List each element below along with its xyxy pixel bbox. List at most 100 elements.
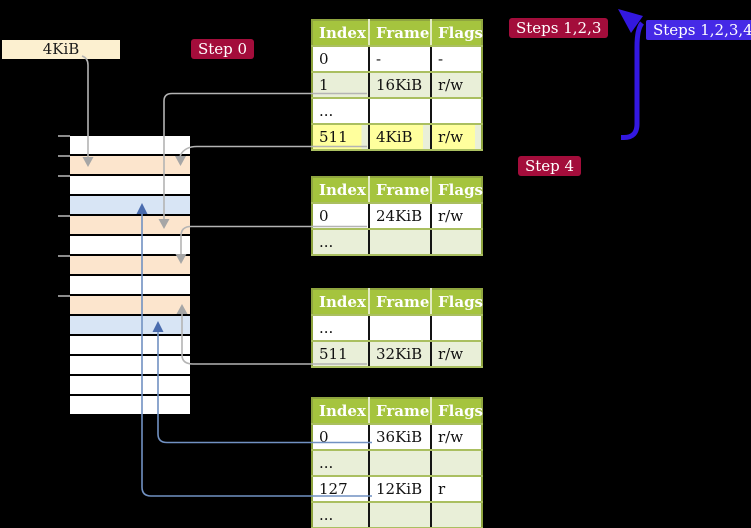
table-cell [368, 450, 431, 477]
frame-size-label: 4KiB [2, 40, 120, 59]
table-cell: ... [312, 450, 369, 477]
column-header: Flags [430, 20, 483, 47]
column-header: Index [312, 20, 369, 47]
memory-tick [58, 215, 70, 217]
table-row: ... [312, 450, 482, 477]
table-cell: 36KiB [368, 424, 431, 451]
table-cell: 127 [312, 476, 369, 503]
column-header: Frame [368, 289, 431, 316]
arrowhead-up-left-icon [618, 9, 643, 33]
memory-tick [58, 135, 70, 137]
memory-row-blue [70, 316, 190, 334]
memory-row-white [70, 136, 190, 154]
table-row: 0-- [312, 46, 482, 73]
memory-row-white [70, 356, 190, 374]
column-header: Frame [368, 177, 431, 204]
memory-column [70, 136, 190, 416]
memory-row-white [70, 336, 190, 354]
memory-tick [58, 255, 70, 257]
table-cell: - [430, 46, 482, 73]
column-header: Frame [368, 398, 431, 425]
column-header: Flags [430, 177, 483, 204]
table-cell: 32KiB [368, 341, 431, 368]
column-header: Frame [368, 20, 431, 47]
badge-step-4: Step 4 [518, 156, 582, 176]
memory-row-orange [70, 156, 190, 174]
memory-row-orange [70, 296, 190, 314]
table-cell [430, 315, 482, 342]
column-header: Flags [430, 398, 483, 425]
badge-step-0: Step 0 [191, 39, 255, 59]
memory-row-orange [70, 216, 190, 234]
table-cell [430, 450, 482, 477]
memory-row-orange [70, 256, 190, 274]
table-cell [430, 502, 482, 528]
table-cell: r/w [430, 341, 482, 368]
table-cell: 16KiB [368, 72, 431, 99]
column-header: Index [312, 289, 369, 316]
memory-row-white [70, 236, 190, 254]
badge-steps-1-2-3-4: Steps 1,2,3,4 [646, 20, 751, 40]
memory-tick [58, 295, 70, 297]
memory-row-white [70, 276, 190, 294]
table-cell: ... [312, 502, 369, 528]
table-cell [368, 502, 431, 528]
column-header: Index [312, 177, 369, 204]
table-cell: r/w [430, 203, 482, 230]
table-cell: ... [312, 229, 369, 256]
table-row: ... [312, 502, 482, 528]
table-row: ... [312, 229, 482, 256]
table-cell: 0 [312, 424, 369, 451]
table-cell: 12KiB [368, 476, 431, 503]
table-cell: ... [312, 315, 369, 342]
table-cell [368, 315, 431, 342]
table-cell: 4KiB [368, 124, 431, 151]
table-cell: - [368, 46, 431, 73]
table-cell [368, 229, 431, 256]
table-cell: r/w [430, 424, 482, 451]
memory-row-white [70, 176, 190, 194]
table-cell: ... [312, 98, 369, 125]
table-row: ... [312, 315, 482, 342]
memory-row-white [70, 396, 190, 414]
badge-steps-1-2-3: Steps 1,2,3 [509, 18, 609, 38]
table-cell [368, 98, 431, 125]
table-cell: 1 [312, 72, 369, 99]
table-cell: r/w [430, 124, 482, 151]
return-arrow [621, 21, 645, 140]
table-cell [430, 98, 482, 125]
column-header: Index [312, 398, 369, 425]
table-row: ... [312, 98, 482, 125]
memory-row-white [70, 376, 190, 394]
table-cell: r/w [430, 72, 482, 99]
table-cell [430, 229, 482, 256]
table-cell: 0 [312, 46, 369, 73]
table-cell: 511 [312, 124, 369, 151]
memory-tick [58, 155, 70, 157]
table-cell: 24KiB [368, 203, 431, 230]
table-cell: 511 [312, 341, 369, 368]
table-cell: 0 [312, 203, 369, 230]
column-header: Flags [430, 289, 483, 316]
memory-row-blue [70, 196, 190, 214]
memory-tick [58, 175, 70, 177]
